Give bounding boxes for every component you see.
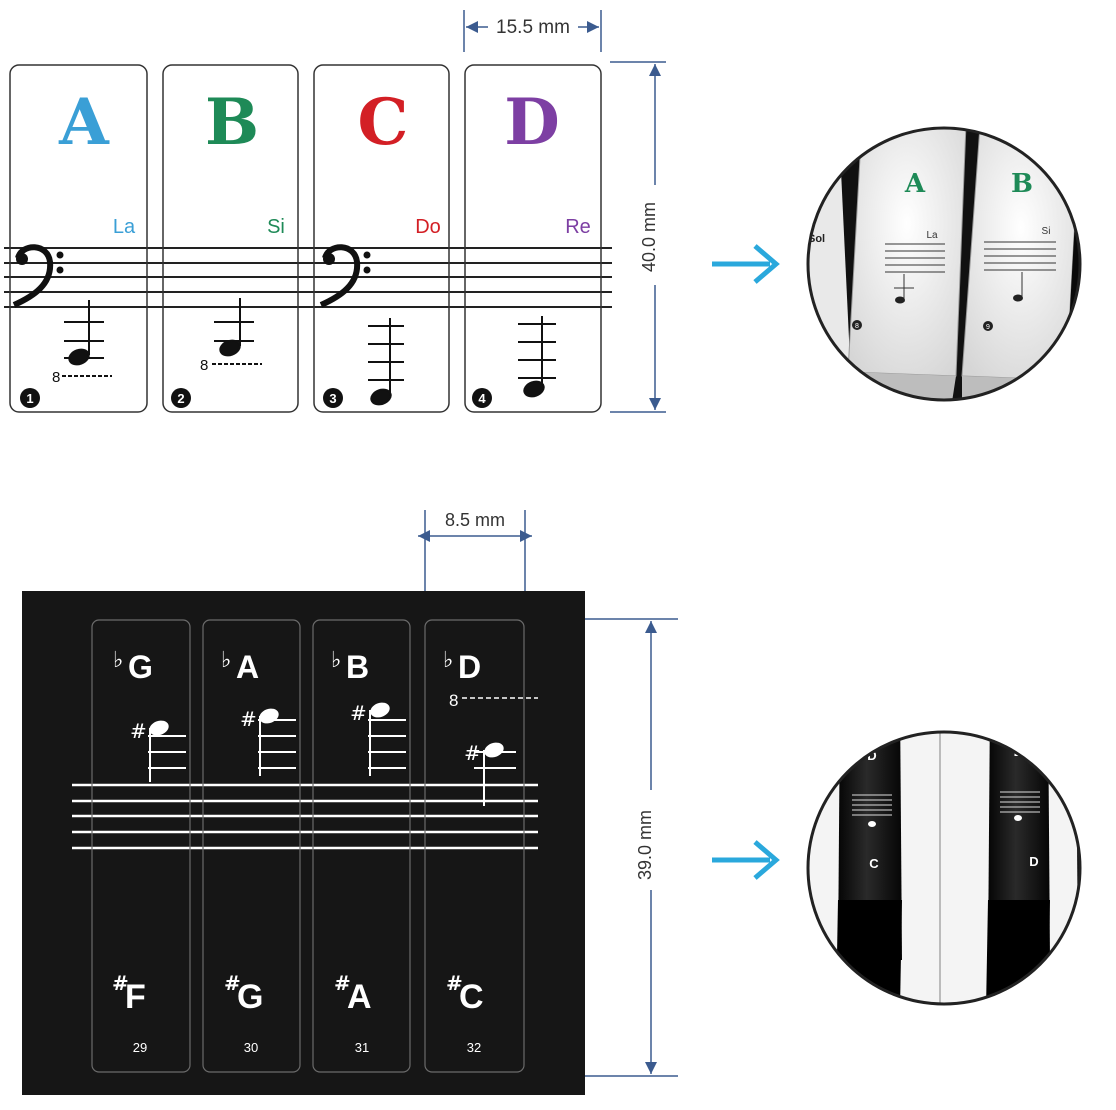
card-solfege: Do xyxy=(415,216,441,238)
photo-key2-number: 9 xyxy=(986,324,990,331)
installed-black-keys-photo: D C E D xyxy=(806,730,1082,1006)
flat-symbol: ♭ xyxy=(221,648,231,673)
card-letter: B xyxy=(205,85,259,160)
card-number: 30 xyxy=(244,1040,258,1055)
flat-note-letter: A xyxy=(236,649,259,685)
sticker-card-d: D Re 4 xyxy=(464,64,602,413)
flat-note-letter: B xyxy=(346,649,369,685)
sharp-symbol: # xyxy=(130,719,147,743)
octave-mark: 8 xyxy=(449,691,458,710)
height-dimension-top: 40.0 mm xyxy=(610,61,667,413)
photo-key1-sharp: C xyxy=(869,856,879,871)
width-dimension-bottom: 8.5 mm xyxy=(418,508,532,610)
arrow-right-icon xyxy=(712,244,780,284)
photo-key2-sharp: D xyxy=(1029,854,1038,869)
bass-clef-icon xyxy=(319,244,371,308)
sharp-symbol: # xyxy=(334,971,351,995)
bass-clef-icon xyxy=(12,244,64,308)
card-number: 4 xyxy=(478,391,486,406)
sharp-note-letter: F xyxy=(125,978,146,1016)
sticker-card-b: B Si 8 2 xyxy=(162,64,299,413)
octave-mark: 8 xyxy=(52,369,60,386)
card-letter: A xyxy=(58,85,110,160)
note-low-c xyxy=(368,318,404,406)
card-number: 1 xyxy=(26,391,33,406)
black-sticker-sheet xyxy=(22,591,585,1095)
black-sticker-card-4: ♭ D 8 # # C 32 xyxy=(424,619,538,1073)
sharp-symbol: # xyxy=(224,971,241,995)
photo-key1-letter: A xyxy=(904,169,926,199)
sharp-symbol: # xyxy=(240,707,257,731)
black-sticker-card-2: ♭ A # # G 30 xyxy=(202,619,301,1073)
width-dimension-top: 15.5 mm xyxy=(463,10,602,52)
card-solfege: La xyxy=(113,216,136,238)
arrow-right-icon xyxy=(712,840,780,880)
photo-key1-flat: D xyxy=(867,748,876,763)
white-key-stickers: 15.5 mm 40.0 mm A La xyxy=(4,10,667,413)
card-number: 2 xyxy=(177,391,184,406)
note-low-b xyxy=(212,298,262,365)
photo-key2-letter: B xyxy=(1011,169,1033,199)
flat-symbol: ♭ xyxy=(113,648,123,673)
card-number: 3 xyxy=(329,391,336,406)
sharp-note-letter: G xyxy=(237,978,263,1016)
card-number: 32 xyxy=(467,1040,481,1055)
sharp-symbol: # xyxy=(112,971,129,995)
treble-staff-bottom xyxy=(72,783,538,850)
sticker-card-a: A La 8 1 xyxy=(9,64,148,413)
sharp-symbol: # xyxy=(464,741,481,765)
sharp-note-letter: C xyxy=(459,978,484,1016)
flat-symbol: ♭ xyxy=(331,648,341,673)
sharp-symbol: # xyxy=(446,971,463,995)
black-sticker-card-1: ♭ G # # F 29 xyxy=(91,619,191,1073)
card-number: 29 xyxy=(133,1040,147,1055)
photo-key1-number: 8 xyxy=(855,323,859,330)
card-letter: C xyxy=(358,85,409,160)
note-low-a xyxy=(62,300,112,377)
height-label-top: 40.0 mm xyxy=(639,202,659,272)
octave-mark: 8 xyxy=(200,357,208,374)
installed-white-keys-photo: Sol A La 8 B Si xyxy=(806,126,1082,402)
card-number: 31 xyxy=(355,1040,369,1055)
black-key-stickers: 8.5 mm 39.0 mm ♭ G xyxy=(22,508,678,1095)
note-low-d xyxy=(518,316,556,398)
bass-staff-top xyxy=(4,247,612,308)
height-label-bottom: 39.0 mm xyxy=(635,810,655,880)
card-solfege: Si xyxy=(267,216,285,238)
black-sticker-card-3: ♭ B # # A 31 xyxy=(312,619,411,1073)
flat-note-letter: D xyxy=(458,649,481,685)
height-dimension-bottom: 39.0 mm xyxy=(585,618,678,1077)
sharp-symbol: # xyxy=(350,701,367,725)
card-letter: D xyxy=(504,85,560,160)
photo-key2-solfege: Si xyxy=(1042,226,1051,237)
sticker-card-c: C Do 3 xyxy=(313,64,450,413)
width-label-top: 15.5 mm xyxy=(496,17,570,38)
width-label-bottom: 8.5 mm xyxy=(445,510,505,530)
sharp-note-letter: A xyxy=(347,978,372,1016)
flat-symbol: ♭ xyxy=(443,648,453,673)
flat-note-letter: G xyxy=(128,649,153,685)
photo-key1-solfege: La xyxy=(926,230,938,241)
card-solfege: Re xyxy=(565,216,591,238)
